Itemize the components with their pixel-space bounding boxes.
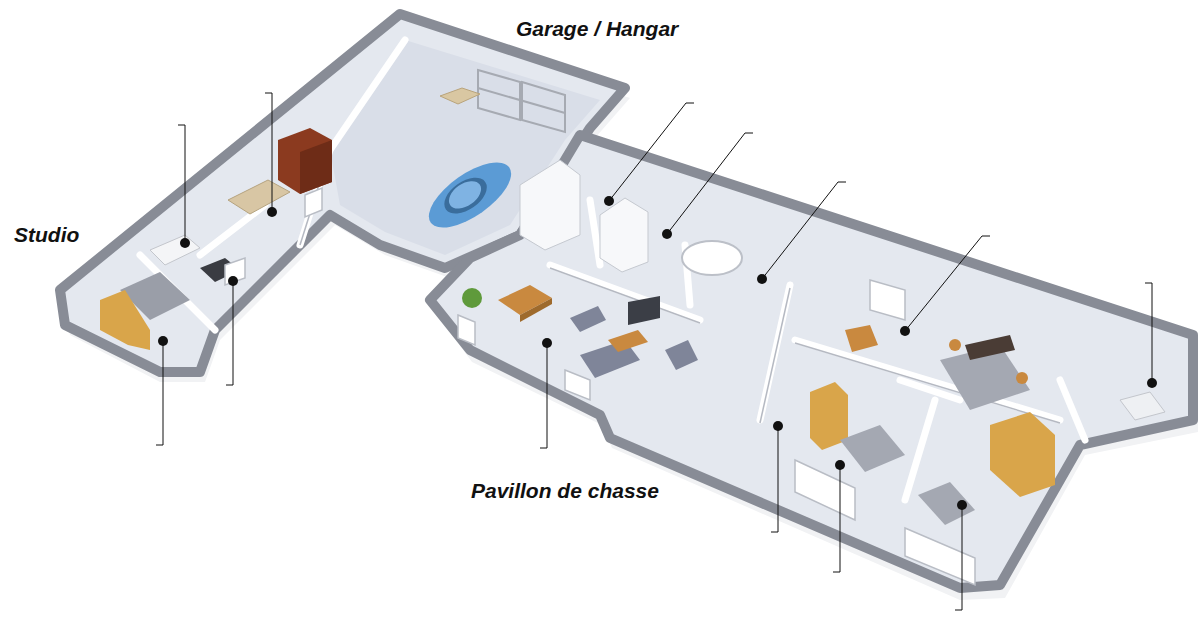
callout-leaders [156, 93, 1152, 610]
region-label: Pavillon de chasse [471, 478, 659, 503]
region-label: Garage / Hangar [516, 16, 678, 41]
callout-dots [158, 196, 1157, 510]
car [419, 150, 522, 239]
region-label: Studio [14, 222, 79, 247]
shelves [478, 70, 565, 132]
